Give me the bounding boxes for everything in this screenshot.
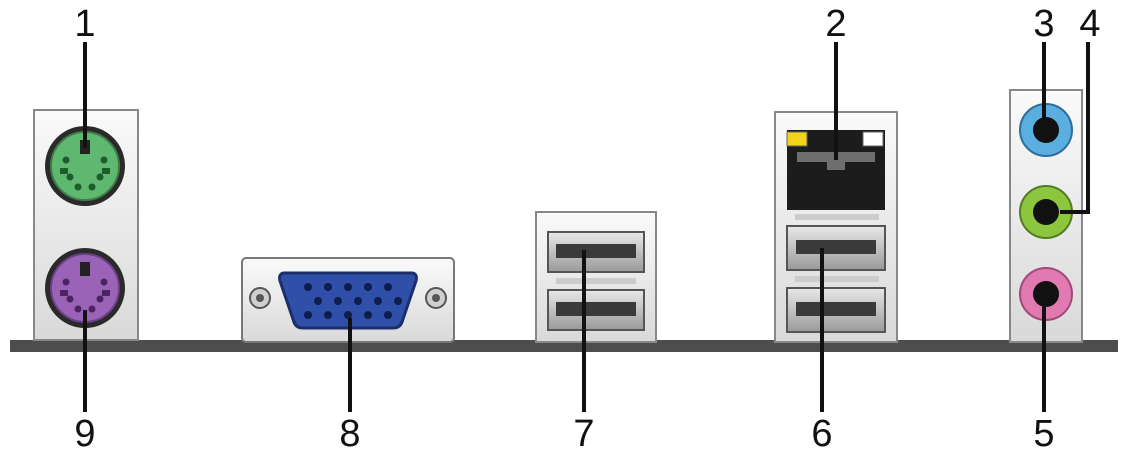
vga-port — [278, 271, 418, 330]
callout-3: 3 — [1033, 3, 1054, 45]
leader-lines — [83, 42, 1090, 412]
lan-led-speed — [862, 131, 884, 147]
callout-7: 7 — [573, 413, 594, 453]
callout-8: 8 — [339, 413, 360, 453]
lan-usb-stack — [774, 111, 898, 343]
ps2-ports-group — [33, 109, 139, 341]
callout-5: 5 — [1033, 413, 1054, 453]
lan-led-activity — [786, 131, 808, 147]
callout-2: 2 — [825, 3, 846, 45]
leader-4 — [1060, 42, 1090, 214]
vga-icon — [241, 257, 455, 343]
callout-4: 4 — [1079, 3, 1100, 45]
callout-1: 1 — [74, 3, 95, 45]
audio-jack-icon — [1019, 103, 1073, 157]
callout-6: 6 — [811, 413, 832, 453]
callout-9: 9 — [74, 413, 95, 453]
usb-icon — [535, 211, 657, 343]
usb-icon — [786, 225, 886, 333]
audio-jack-icon — [1019, 185, 1073, 239]
